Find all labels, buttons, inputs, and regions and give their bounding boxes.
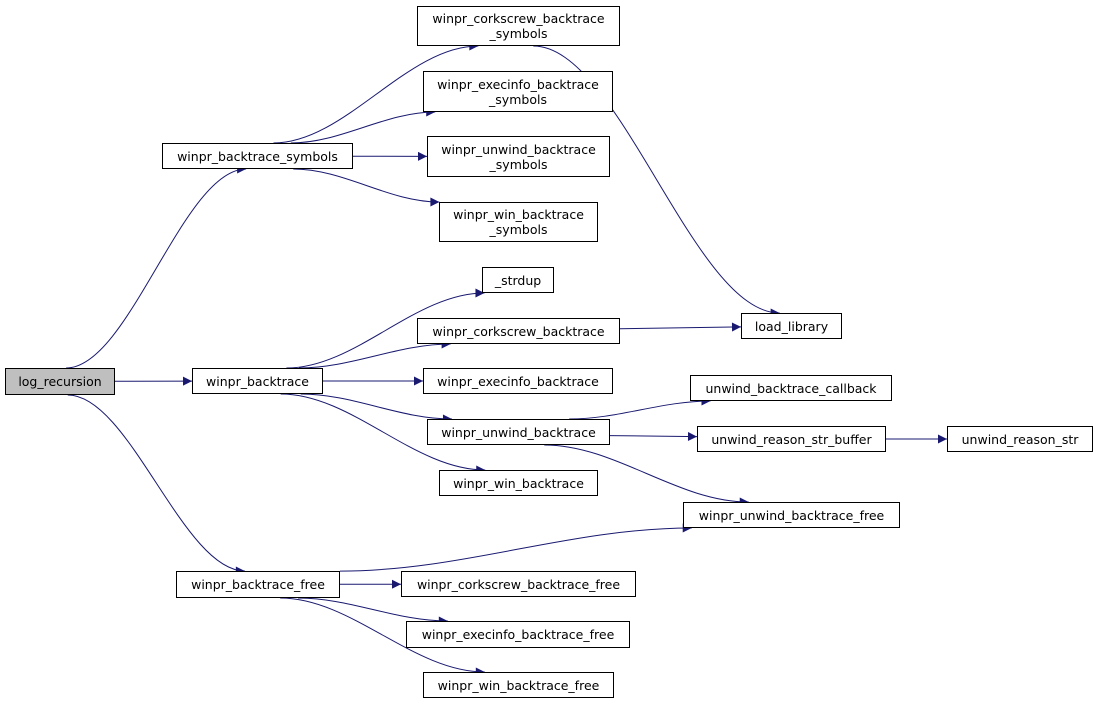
edge-winpr_backtrace_free-to-winpr_win_backtrace_free <box>280 597 485 677</box>
node-winpr-corkscrew-backtrace[interactable]: winpr_corkscrew_backtrace <box>417 318 620 344</box>
node-label-line: _symbols <box>489 91 547 107</box>
node-label-line: winpr_win_backtrace_free <box>437 677 600 693</box>
node-label-line: winpr_unwind_backtrace <box>441 424 596 440</box>
node-label-line: _symbols <box>489 26 548 41</box>
node-winpr-corkscrew-backtrace-symbols[interactable]: winpr_corkscrew_backtrace_symbols <box>417 6 620 46</box>
node-label-line: winpr_execinfo_backtrace <box>437 373 599 389</box>
node-strdup[interactable]: _strdup <box>482 267 554 293</box>
edge-winpr_corkscrew_backtrace_symbols-to-load_library <box>533 45 780 318</box>
node-winpr-execinfo-backtrace-free[interactable]: winpr_execinfo_backtrace_free <box>406 621 630 648</box>
edge-winpr_backtrace_symbols-to-winpr_execinfo_backtrace_symbols <box>290 107 436 144</box>
node-unwind-backtrace-callback[interactable]: unwind_backtrace_callback <box>690 375 892 401</box>
node-label-line: winpr_unwind_backtrace <box>441 141 596 157</box>
edge-winpr_unwind_backtrace-to-winpr_unwind_backtrace_free <box>544 444 749 507</box>
node-label-line: winpr_corkscrew_backtrace_free <box>416 576 621 592</box>
node-label-line: winpr_win_backtrace <box>453 475 584 491</box>
edge-winpr_backtrace-to-winpr_unwind_backtrace <box>300 393 452 424</box>
node-winpr-backtrace-free[interactable]: winpr_backtrace_free <box>176 571 340 598</box>
edge-winpr_backtrace_free-to-winpr_execinfo_backtrace_free <box>297 597 448 626</box>
edge-winpr_backtrace-to-strdup <box>286 288 485 369</box>
edge-winpr_unwind_backtrace-to-unwind_reason_str_buffer <box>609 431 698 441</box>
node-label-line: winpr_corkscrew_backtrace <box>432 323 605 339</box>
node-log-recursion[interactable]: log_recursion <box>5 368 115 395</box>
node-label-line: winpr_corkscrew_backtrace <box>432 11 605 26</box>
node-winpr-corkscrew-backtrace-free[interactable]: winpr_corkscrew_backtrace_free <box>401 571 636 597</box>
node-unwind-reason-str[interactable]: unwind_reason_str <box>947 426 1093 452</box>
node-label-line: _strdup <box>494 272 542 288</box>
node-winpr-unwind-backtrace[interactable]: winpr_unwind_backtrace <box>427 419 610 445</box>
node-winpr-backtrace[interactable]: winpr_backtrace <box>192 368 323 394</box>
node-winpr-execinfo-backtrace[interactable]: winpr_execinfo_backtrace <box>423 368 613 394</box>
node-label-line: unwind_reason_str <box>961 431 1079 447</box>
node-label-line: winpr_backtrace_free <box>191 577 325 592</box>
node-label-line: winpr_win_backtrace <box>453 207 584 222</box>
node-winpr-win-backtrace[interactable]: winpr_win_backtrace <box>439 470 598 496</box>
edge-log_recursion-to-winpr_backtrace_free <box>67 394 245 576</box>
edge-winpr_backtrace_symbols-to-winpr_win_backtrace_symbols <box>293 168 440 207</box>
node-label-line: winpr_execinfo_backtrace <box>437 76 599 92</box>
edge-winpr_unwind_backtrace-to-unwind_backtrace_callback <box>569 396 711 420</box>
edge-log_recursion-to-winpr_backtrace_symbols <box>66 164 247 369</box>
node-unwind-reason-str-buffer[interactable]: unwind_reason_str_buffer <box>697 426 886 452</box>
edge-winpr_backtrace_free-to-winpr_unwind_backtrace_free <box>339 523 692 572</box>
node-label-line: unwind_backtrace_callback <box>705 380 877 396</box>
node-label-line: winpr_unwind_backtrace_free <box>698 507 885 523</box>
node-winpr-unwind-backtrace-symbols[interactable]: winpr_unwind_backtrace_symbols <box>427 136 610 177</box>
node-label-line: log_recursion <box>18 374 102 389</box>
node-load-library[interactable]: load_library <box>741 313 842 339</box>
node-label-line: winpr_execinfo_backtrace_free <box>421 627 615 642</box>
edge-winpr_backtrace-to-winpr_corkscrew_backtrace <box>298 339 451 369</box>
node-winpr-backtrace-symbols[interactable]: winpr_backtrace_symbols <box>162 143 353 169</box>
node-label-line: _symbols <box>489 222 548 237</box>
node-label-line: _symbols <box>489 156 548 172</box>
node-winpr-win-backtrace-free[interactable]: winpr_win_backtrace_free <box>423 672 614 698</box>
node-label-line: winpr_backtrace <box>206 373 309 389</box>
edge-winpr_corkscrew_backtrace-to-load_library <box>619 322 742 332</box>
node-winpr-unwind-backtrace-free[interactable]: winpr_unwind_backtrace_free <box>683 502 900 528</box>
edge-winpr_backtrace-to-winpr_win_backtrace <box>280 393 486 475</box>
node-label-line: unwind_reason_str_buffer <box>711 431 872 447</box>
node-label-line: load_library <box>754 318 829 334</box>
node-winpr-execinfo-backtrace-symbols[interactable]: winpr_execinfo_backtrace_symbols <box>423 71 613 112</box>
node-label-line: winpr_backtrace_symbols <box>177 148 338 164</box>
edge-winpr_backtrace_symbols-to-winpr_corkscrew_backtrace_symbols <box>273 41 479 144</box>
node-winpr-win-backtrace-symbols[interactable]: winpr_win_backtrace_symbols <box>439 202 598 242</box>
